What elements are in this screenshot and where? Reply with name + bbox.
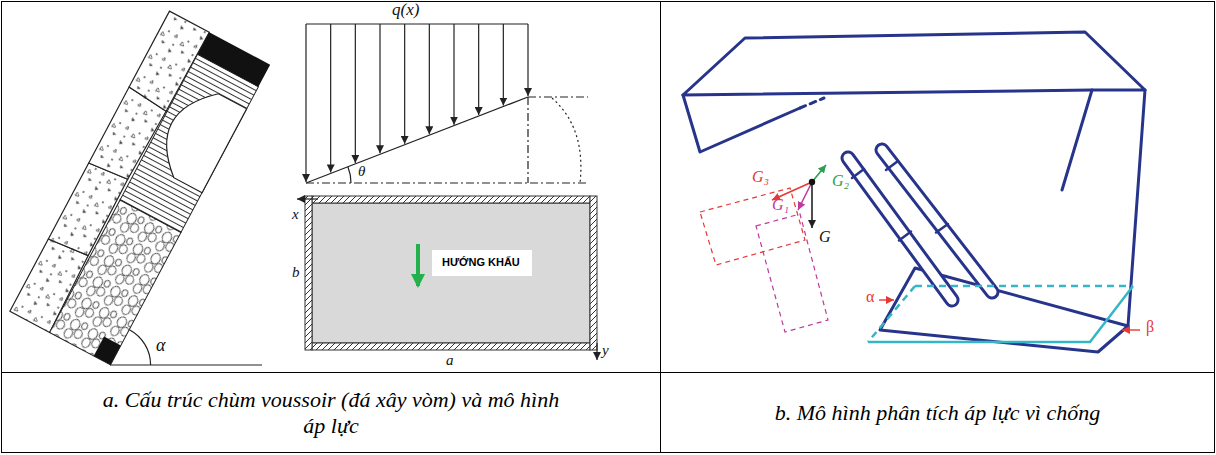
caption-text: b. Mô hình phân tích áp lực vì chống xyxy=(775,400,1100,426)
voussoir-strata xyxy=(10,11,270,365)
axis-arrow xyxy=(297,198,318,199)
hydraulic-support xyxy=(1062,90,1092,190)
hydraulic-support xyxy=(683,95,800,152)
force-rectangle xyxy=(700,188,828,332)
voussoir-strata xyxy=(150,81,247,193)
force-label: G xyxy=(819,228,831,246)
caption-cell: a. Cấu trúc chùm voussoir (đá xây vòm) v… xyxy=(2,373,660,453)
floor-plane xyxy=(868,286,1133,342)
voussoir-strata xyxy=(94,337,121,365)
angle-symbol: θ xyxy=(358,163,365,180)
load-diagram xyxy=(552,98,581,183)
load-arrow xyxy=(404,24,405,144)
axis-arrow xyxy=(297,199,597,360)
caption-cell: b. Mô hình phân tích áp lực vì chống xyxy=(661,373,1214,453)
voussoir-strata xyxy=(120,54,258,232)
load-diagram xyxy=(306,97,528,183)
force-vector xyxy=(812,165,826,182)
hydraulic-support xyxy=(800,98,824,108)
support-leg xyxy=(936,224,948,233)
caption-text: a. Cấu trúc chùm voussoir (đá xây vòm) v… xyxy=(96,387,566,440)
floor-plane xyxy=(868,286,915,342)
hydraulic-support xyxy=(683,32,1145,352)
axis-label: y xyxy=(602,342,609,359)
load-diagram xyxy=(348,167,351,183)
support-leg xyxy=(886,161,898,170)
support-leg xyxy=(882,150,992,292)
load-symbol: q(x) xyxy=(392,1,419,20)
load-diagram xyxy=(306,182,588,183)
load-arrow xyxy=(305,24,306,182)
load-arrow xyxy=(306,24,528,182)
load-arrow xyxy=(355,24,356,163)
force-rectangle xyxy=(756,214,828,332)
plate-panel xyxy=(312,343,590,350)
box-text: HƯỚNG KHẤU xyxy=(442,256,520,269)
plate-panel xyxy=(305,196,312,350)
force-vector xyxy=(772,165,826,228)
load-arrow xyxy=(478,24,479,115)
dimension-label: a xyxy=(446,352,454,369)
voussoir-strata xyxy=(197,32,270,86)
load-arrow xyxy=(503,24,504,106)
load-arrow xyxy=(330,24,331,172)
load-diagram xyxy=(527,97,528,183)
load-arrow xyxy=(527,24,528,96)
axis-arrow xyxy=(596,343,597,360)
mining-direction-arrow xyxy=(416,244,420,286)
table-grid xyxy=(2,372,1215,373)
direction-box: HƯỚNG KHẤU xyxy=(432,250,532,276)
load-diagram xyxy=(528,96,588,97)
angle-marker xyxy=(1122,329,1140,330)
load-arrow xyxy=(379,24,380,153)
plate-panel xyxy=(312,203,590,343)
force-vector xyxy=(798,182,812,210)
force-rectangle xyxy=(700,188,805,265)
force-vector xyxy=(811,182,813,228)
force-label: G₁ xyxy=(772,196,789,214)
dip-angle xyxy=(129,330,150,365)
load-diagram xyxy=(306,24,588,183)
angle-symbol: α xyxy=(866,288,874,306)
dip-angle xyxy=(110,330,262,365)
hydraulic-support xyxy=(683,32,1145,95)
angle-marker xyxy=(879,300,1140,330)
axis-label: x xyxy=(292,206,299,223)
dimension-label: b xyxy=(292,264,300,281)
voussoir-strata xyxy=(50,200,181,365)
angle-symbol: β xyxy=(1146,318,1154,336)
floor-plane xyxy=(915,285,1133,288)
dip-angle xyxy=(110,364,262,365)
table-grid xyxy=(660,2,661,454)
load-arrow xyxy=(429,24,430,134)
plate-panel xyxy=(590,196,597,350)
support-leg xyxy=(899,232,911,241)
floor-plane xyxy=(868,286,1133,342)
angle-marker xyxy=(879,299,894,300)
support-leg xyxy=(882,150,992,292)
support-leg xyxy=(848,150,992,300)
load-arrow xyxy=(453,24,454,125)
plate-panel xyxy=(312,196,590,203)
force-vector xyxy=(809,179,815,185)
angle-symbol: α xyxy=(156,336,165,356)
plate-panel xyxy=(305,196,597,350)
force-label: G₃ xyxy=(752,168,769,186)
force-label: G₂ xyxy=(832,172,849,190)
load-diagram xyxy=(306,23,528,24)
support-leg xyxy=(852,169,864,178)
